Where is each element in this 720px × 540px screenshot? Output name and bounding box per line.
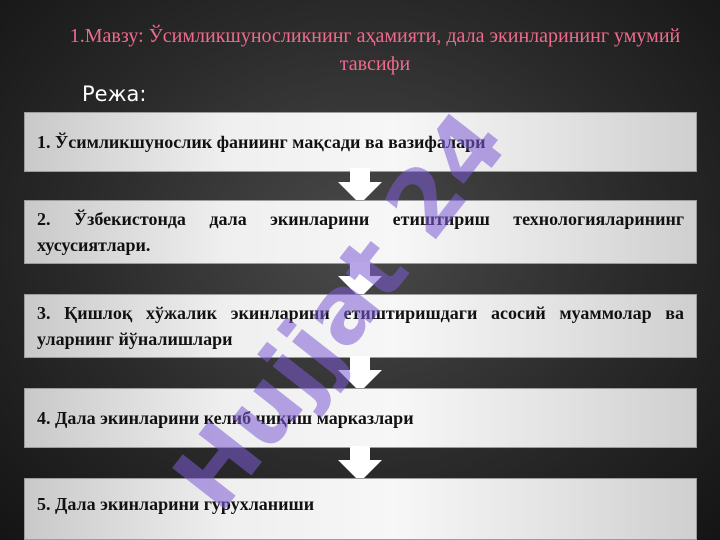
slide-title: 1.Мавзу: Ўсимликшуносликнинг аҳамияти, д…	[69, 25, 681, 75]
plan-item-3: 3. Қишлоқ хўжалик экинларини етиштиришда…	[24, 294, 697, 358]
down-arrow-icon	[336, 262, 384, 298]
plan-item-2: 2. Ўзбекистонда дала экинларини етиштири…	[24, 200, 697, 264]
plan-label: Режа:	[82, 82, 147, 106]
plan-item-2-text: 2. Ўзбекистонда дала экинларини етиштири…	[37, 209, 684, 255]
down-arrow-icon	[336, 446, 384, 482]
plan-item-5-text: 5. Дала экинларини гурухланиши	[37, 494, 315, 514]
plan-item-5: 5. Дала экинларини гурухланиши	[24, 478, 697, 540]
down-arrow-icon	[336, 168, 384, 204]
down-arrow-icon	[336, 356, 384, 392]
plan-item-4: 4. Дала экинларини келиб чиқиш марказлар…	[24, 388, 697, 448]
plan-item-4-text: 4. Дала экинларини келиб чиқиш марказлар…	[37, 408, 414, 428]
plan-item-3-text: 3. Қишлоқ хўжалик экинларини етиштиришда…	[37, 303, 684, 349]
plan-item-1-text: 1. Ўсимликшунослик фаниинг мақсади ва ва…	[37, 132, 486, 152]
plan-item-1: 1. Ўсимликшунослик фаниинг мақсади ва ва…	[24, 112, 697, 172]
